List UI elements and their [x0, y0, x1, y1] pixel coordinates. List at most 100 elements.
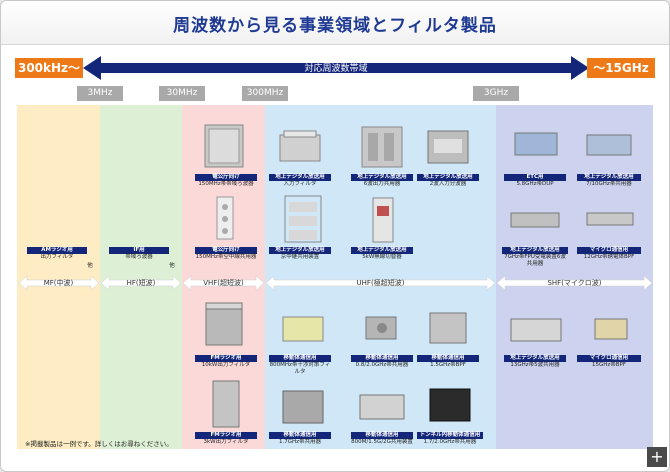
tick-30mhz: 30MHz — [159, 86, 205, 101]
product-u5-title: 地上デジタル放送用 — [351, 247, 413, 254]
product-u9-caption: 移動体通信用 1.7GHz帯共用器 — [269, 432, 331, 446]
expand-plus-button[interactable]: + — [647, 447, 667, 467]
band-hf-bg — [100, 105, 182, 449]
product-s1-image — [514, 132, 558, 156]
product-u6-sub: 800MHz帯干渉対策フィルタ — [269, 362, 331, 375]
product-s3-sub: 7GHz帯FPU受電装置6波共用器 — [504, 254, 566, 267]
product-vhf2-title: 電公庁向け — [195, 247, 257, 254]
product-u4-title: 地上デジタル放送用 — [269, 247, 331, 254]
product-u3-sub: 2波入力分波器 — [429, 181, 467, 187]
product-if-title: IF用 — [109, 247, 169, 254]
footnote: ※掲載製品は一例です。詳しくはお尋ねください。 — [25, 440, 173, 448]
product-u6-image — [282, 316, 324, 342]
product-s1-title: ETC用 — [504, 174, 566, 181]
product-am-sub: 出力フィルタ — [40, 254, 74, 260]
product-s6-title: マイクロ通信用 — [577, 355, 641, 362]
tick-3mhz: 3MHz — [77, 86, 123, 101]
product-u9-title: 移動体通信用 — [269, 432, 331, 439]
frequency-arrow-label: 対応周波数帯域 — [304, 64, 368, 74]
product-vhf2-image — [216, 196, 234, 240]
page-title: 周波数から見る事業領域とフィルタ製品 — [173, 16, 497, 36]
product-vhf4-caption: FMラジオ用 3kW出力フィルタ — [195, 432, 257, 446]
product-u6-caption: 移動体通信用 800MHz帯干渉対策フィルタ — [269, 355, 331, 376]
product-s5-image — [510, 318, 562, 342]
product-u3-title: 地上デジタル放送用 — [417, 174, 479, 181]
product-u11-title: トンネル内移動体通信用 — [417, 432, 483, 439]
product-s4-image — [586, 212, 634, 226]
product-u11-caption: トンネル内移動体通信用 1.7/2.0GHz帯共用器 — [417, 432, 483, 446]
product-u9-image — [282, 390, 324, 424]
product-u10-title: 移動体通信用 — [351, 432, 413, 439]
band-arrow-shf — [496, 275, 653, 291]
product-u2-sub: 6波出力共用器 — [363, 181, 401, 187]
product-if-sub: 帯域ろ波器 — [125, 254, 153, 260]
product-s2-caption: 地上デジタル放送用 7/10GHz帯共用器 — [577, 174, 641, 188]
product-am-caption: AMラジオ用 出力フィルタ — [27, 247, 87, 261]
band-label-mf: MF(中波) — [43, 279, 74, 287]
product-u11-sub: 1.7/2.0GHz帯共用器 — [423, 439, 477, 445]
product-vhf3-caption: FMラジオ用 10kW出力フィルタ — [195, 355, 257, 369]
product-u4-sub: 京中継共用装置 — [280, 254, 320, 260]
product-u2-title: 地上デジタル放送用 — [351, 174, 413, 181]
product-u1-image — [279, 130, 321, 162]
product-u10-caption: 移動体通信用 800M/1.5G/2G共用装置 — [351, 432, 413, 446]
band-label-uhf: UHF(極超短波) — [356, 279, 405, 287]
product-s5-title: 地上デジタル放送用 — [504, 355, 566, 362]
band-label-hf: HF(短波) — [126, 279, 156, 287]
product-u1-sub: 入力フィルタ — [283, 181, 317, 187]
product-s5-sub: 13GHz帯5波共用器 — [510, 362, 560, 368]
band-arrow-hf — [100, 275, 182, 291]
product-s6-caption: マイクロ通信用 15GHz帯BPF — [577, 355, 641, 369]
product-am-title: AMラジオ用 — [27, 247, 87, 254]
band-arrows — [18, 275, 653, 291]
product-s1-caption: ETC用 5.8GHz帯DUP — [504, 174, 566, 188]
product-s2-image — [586, 134, 632, 156]
product-u4-image — [284, 195, 322, 243]
product-s3-caption: 地上デジタル放送用 7GHz帯FPU受電装置6波共用器 — [502, 247, 568, 268]
product-s2-title: 地上デジタル放送用 — [577, 174, 641, 181]
product-u10-image — [359, 394, 405, 420]
product-u10-sub: 800M/1.5G/2G共用装置 — [351, 439, 413, 445]
product-s1-sub: 5.8GHz帯DUP — [516, 181, 554, 187]
product-u7-sub: 0.8/2.0GHz帯共用器 — [355, 362, 409, 368]
product-u3-image — [427, 130, 469, 164]
product-u2-image — [361, 126, 403, 168]
product-s4-sub: 12GHz帯誘電体BPF — [583, 254, 635, 260]
product-u8-image — [429, 312, 467, 344]
product-u3-caption: 地上デジタル放送用 2波入力分波器 — [417, 174, 479, 188]
product-vhf4-sub: 3kW出力フィルタ — [203, 439, 249, 445]
product-vhf1-image — [204, 124, 244, 168]
band-mf-bg — [17, 105, 100, 449]
tick-3ghz: 3GHz — [473, 86, 519, 101]
product-u5-sub: 5kW無線切替器 — [362, 254, 402, 260]
product-u11-image — [429, 388, 471, 422]
band-arrow-uhf — [265, 275, 496, 291]
product-if-caption: IF用 帯域ろ波器 — [109, 247, 169, 261]
product-vhf3-title: FMラジオ用 — [195, 355, 257, 362]
product-u1-title: 地上デジタル放送用 — [269, 174, 331, 181]
product-vhf1-caption: 電公庁向け 150MHz帯帯域ろ波器 — [195, 174, 257, 188]
product-vhf2-sub: 150MHz帯空中線共用器 — [195, 254, 257, 260]
product-vhf2-caption: 電公庁向け 150MHz帯空中線共用器 — [195, 247, 257, 261]
freq-low-end: 300kHz〜 — [15, 58, 83, 78]
product-vhf3-sub: 10kW出力フィルタ — [201, 362, 251, 368]
product-s5-caption: 地上デジタル放送用 13GHz帯5波共用器 — [504, 355, 566, 369]
freq-high-end: 〜15GHz — [587, 58, 655, 78]
product-u2-caption: 地上デジタル放送用 6波出力共用器 — [351, 174, 413, 188]
product-u7-title: 移動体通信用 — [351, 355, 413, 362]
frequency-arrow-shape — [83, 56, 589, 80]
product-u8-title: 移動体通信用 — [417, 355, 479, 362]
product-s6-image — [594, 318, 628, 340]
product-vhf1-sub: 150MHz帯帯域ろ波器 — [198, 181, 254, 187]
product-u8-caption: 移動体通信用 1.5GHz帯BPF — [417, 355, 479, 369]
product-am-etc: 他 — [87, 263, 93, 269]
product-s3-title: 地上デジタル放送用 — [502, 247, 568, 254]
product-u7-caption: 移動体通信用 0.8/2.0GHz帯共用器 — [351, 355, 413, 369]
product-u5-image — [372, 197, 394, 243]
product-s4-caption: マイクロ通信用 12GHz帯誘電体BPF — [577, 247, 641, 261]
band-label-vhf: VHF(超短波) — [203, 279, 244, 287]
band-label-shf: SHF(マイクロ波) — [547, 279, 602, 287]
product-u8-sub: 1.5GHz帯BPF — [430, 362, 466, 368]
tick-300mhz: 300MHz — [242, 86, 288, 101]
